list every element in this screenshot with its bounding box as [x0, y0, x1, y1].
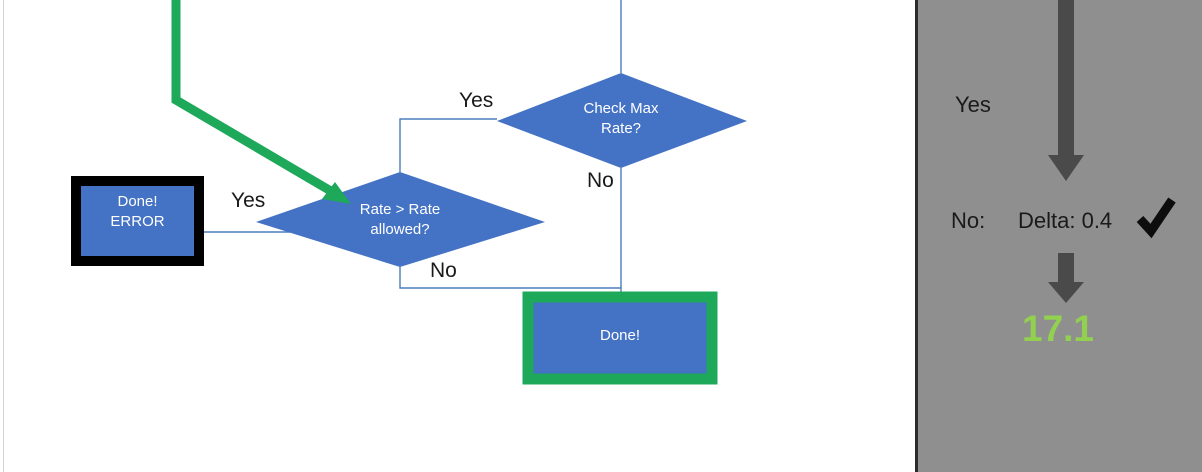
edge-label-yes-check-max: Yes: [459, 89, 494, 112]
flowchart-canvas: [71, 0, 747, 385]
check-mark-icon: [1136, 197, 1176, 239]
status-panel: Yes No: Delta: 0.4 17.1: [915, 0, 1202, 472]
green-highlight-arrow-head: [322, 182, 351, 204]
node-check-max-rate[interactable]: [497, 73, 747, 168]
node-done[interactable]: [522, 291, 718, 385]
panel-row-delta: Delta: 0.4: [1018, 208, 1113, 233]
edge-label-no-rate-check: No: [430, 259, 457, 282]
node-done-error[interactable]: [71, 176, 204, 266]
edge-label-no-check-max: No: [587, 169, 614, 192]
connector-yes-check-max-to-rate-check: [399, 118, 497, 172]
left-edge-rule: [3, 0, 4, 472]
panel-arrow-canvas: [1048, 0, 1176, 303]
panel-row-yes: Yes: [955, 92, 991, 117]
panel-arrow-top: [1048, 0, 1084, 181]
node-rate-gt-rate-allowed[interactable]: [256, 172, 545, 267]
panel-row-no: No:: [951, 208, 986, 233]
panel-arrow-bottom: [1048, 253, 1084, 303]
panel-result-value: 17.1: [1022, 308, 1095, 349]
edge-label-yes-rate-check: Yes: [231, 189, 266, 212]
green-highlight-arrow-shaft: [171, 0, 344, 201]
